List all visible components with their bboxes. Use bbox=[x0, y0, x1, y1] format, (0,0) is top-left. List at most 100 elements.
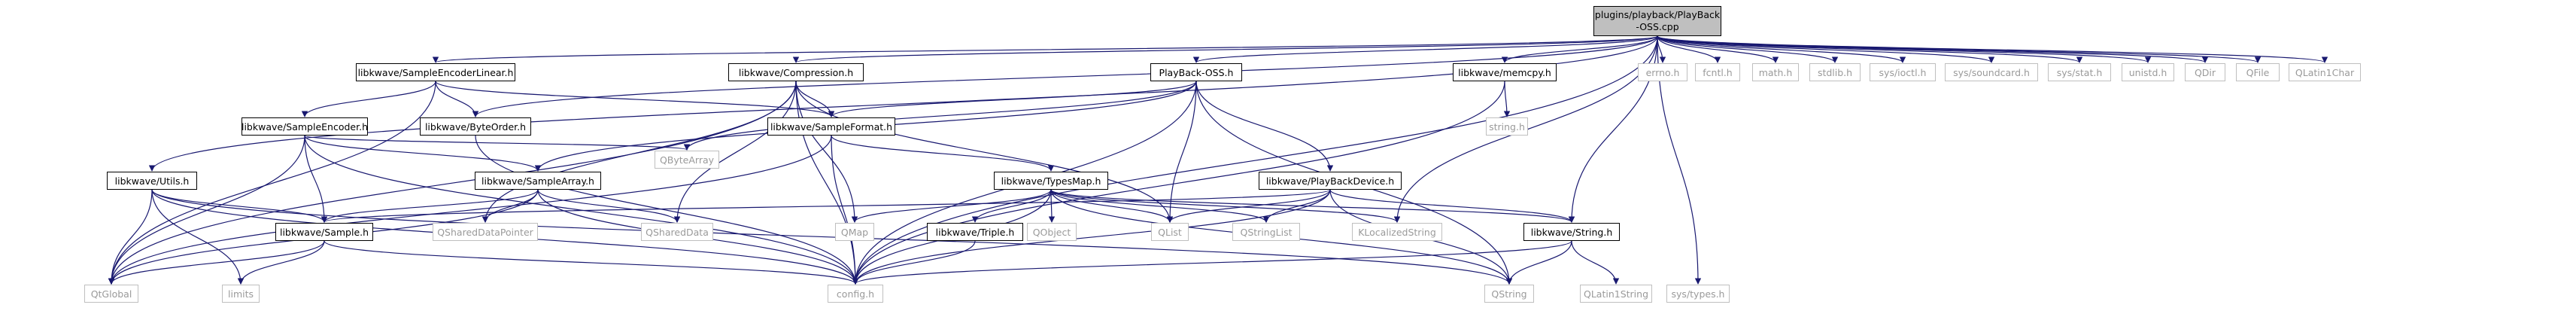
node-memcpy-h[interactable]: libkwave/memcpy.h bbox=[1453, 63, 1557, 81]
edge-sample-h-to-limits bbox=[237, 240, 325, 285]
edge-types-map-h-to-qstringlist bbox=[1050, 189, 1270, 223]
edge-playback-device-h-to-libkwave-string-h bbox=[1329, 189, 1575, 223]
edge-sample-encoder-h-to-qbytearray bbox=[304, 135, 690, 151]
edge-types-map-h-to-triple-h bbox=[971, 189, 1052, 223]
edge-compression-h-to-config-h bbox=[795, 81, 859, 285]
edge-playback-oss-cpp-to-qlatin1char bbox=[1657, 35, 2328, 63]
node-qshareddata[interactable]: QSharedData bbox=[641, 223, 713, 241]
node-limits[interactable]: limits bbox=[222, 285, 260, 303]
edge-playback-oss-cpp-to-fcntl-h bbox=[1657, 35, 1721, 63]
edge-sample-encoder-h-to-qtglobal bbox=[108, 135, 305, 285]
edge-playback-device-h-to-sample-h bbox=[321, 189, 1331, 223]
node-compression-h[interactable]: libkwave/Compression.h bbox=[728, 63, 864, 81]
node-triple-h[interactable]: libkwave/Triple.h bbox=[927, 223, 1023, 241]
edge-sample-encoder-h-to-sample-h bbox=[304, 135, 328, 223]
node-qshareddatapointer[interactable]: QSharedDataPointer bbox=[433, 223, 538, 241]
edge-playback-oss-cpp-to-playback-oss-h bbox=[1193, 35, 1658, 63]
node-config-h[interactable]: config.h bbox=[828, 285, 883, 303]
edge-sample-array-h-to-sample-h bbox=[320, 189, 539, 223]
edge-utils-h-to-limits bbox=[151, 189, 245, 285]
edge-sample-h-to-qtglobal bbox=[108, 240, 325, 285]
edge-utils-h-to-sample-h bbox=[151, 189, 328, 223]
node-playback-device-h[interactable]: libkwave/PlayBackDevice.h bbox=[1259, 172, 1402, 190]
node-label: plugins/playback/PlayBack bbox=[1594, 9, 1721, 20]
edge-compression-h-to-qmap bbox=[795, 81, 858, 223]
edge-playback-device-h-to-config-h bbox=[852, 189, 1331, 285]
edge-playback-device-h-to-qlist bbox=[1166, 189, 1331, 223]
edge-sample-format-h-to-qtglobal bbox=[108, 135, 832, 285]
node-klocalizedstring[interactable]: KLocalizedString bbox=[1352, 223, 1442, 241]
node-qmap[interactable]: QMap bbox=[835, 223, 874, 241]
node-qfile[interactable]: QFile bbox=[2236, 63, 2280, 81]
node-sample-encoder-linear-h[interactable]: libkwave/SampleEncoderLinear.h bbox=[356, 63, 515, 81]
node-sys-stat-h[interactable]: sys/stat.h bbox=[2048, 63, 2111, 81]
node-qlatin1string[interactable]: QLatin1String bbox=[1580, 285, 1652, 303]
node-qstringlist[interactable]: QStringList bbox=[1232, 223, 1300, 241]
edge-sample-h-to-config-h bbox=[324, 240, 859, 285]
edge-libkwave-string-h-to-qlatin1string bbox=[1571, 240, 1620, 285]
node-playback-oss-h[interactable]: PlayBack-OSS.h bbox=[1150, 63, 1242, 81]
node-byte-order-h[interactable]: libkwave/ByteOrder.h bbox=[420, 117, 531, 136]
node-math-h[interactable]: math.h bbox=[1752, 63, 1799, 81]
edge-playback-oss-cpp-to-sys-soundcard-h bbox=[1657, 35, 1995, 63]
edge-playback-oss-cpp-to-sys-ioctl-h bbox=[1657, 35, 1906, 63]
node-qobject[interactable]: QObject bbox=[1027, 223, 1077, 241]
edge-sample-format-h-to-types-map-h bbox=[831, 135, 1055, 172]
edge-playback-oss-cpp-to-byte-order-h bbox=[472, 35, 1658, 117]
edge-compression-h-to-qshareddata bbox=[673, 81, 797, 223]
edge-sample-encoder-linear-h-to-sample-format-h bbox=[435, 81, 835, 117]
edge-sample-encoder-linear-h-to-qtglobal bbox=[108, 81, 436, 285]
edge-memcpy-h-to-string-h bbox=[1503, 81, 1511, 117]
node-sys-types-h[interactable]: sys/types.h bbox=[1666, 285, 1730, 303]
edge-playback-oss-cpp-to-sys-stat-h bbox=[1657, 35, 2082, 63]
edge-memcpy-h-to-config-h bbox=[852, 81, 1505, 285]
edge-utils-h-to-qtglobal bbox=[108, 189, 153, 285]
edge-libkwave-string-h-to-qstring bbox=[1505, 240, 1572, 285]
node-qlist[interactable]: QList bbox=[1151, 223, 1189, 241]
edge-byte-order-h-to-config-h bbox=[475, 135, 859, 285]
node-qdir[interactable]: QDir bbox=[2185, 63, 2225, 81]
node-types-map-h[interactable]: libkwave/TypesMap.h bbox=[994, 172, 1108, 190]
edge-types-map-h-to-libkwave-string-h bbox=[1050, 189, 1575, 223]
node-qbytearray[interactable]: QByteArray bbox=[655, 151, 719, 169]
node-sample-encoder-h[interactable]: libkwave/SampleEncoder.h bbox=[242, 117, 368, 136]
edge-types-map-h-to-qlist bbox=[1050, 189, 1174, 223]
node-qlatin1char[interactable]: QLatin1Char bbox=[2289, 63, 2361, 81]
edge-sample-format-h-to-config-h bbox=[831, 135, 859, 285]
edge-playback-oss-cpp-to-sample-encoder-linear-h bbox=[433, 35, 1658, 63]
edge-playback-oss-cpp-to-memcpy-h bbox=[1501, 35, 1658, 63]
node-libkwave-string-h[interactable]: libkwave/String.h bbox=[1523, 223, 1620, 241]
edge-playback-oss-h-to-qbytearray bbox=[683, 81, 1197, 151]
edge-compression-h-to-qlist bbox=[795, 81, 1174, 223]
edge-playback-oss-cpp-to-utils-h bbox=[148, 35, 1658, 172]
node-unistd-h[interactable]: unistd.h bbox=[2122, 63, 2174, 81]
node-qtglobal[interactable]: QtGlobal bbox=[84, 285, 138, 303]
node-sample-h[interactable]: libkwave/Sample.h bbox=[275, 223, 373, 241]
node-stdlib-h[interactable]: stdlib.h bbox=[1809, 63, 1861, 81]
edge-libkwave-string-h-to-config-h bbox=[852, 240, 1572, 285]
edge-sample-encoder-linear-h-to-byte-order-h bbox=[435, 81, 479, 117]
edge-playback-oss-h-to-sample-format-h bbox=[828, 81, 1197, 117]
node-fcntl-h[interactable]: fcntl.h bbox=[1695, 63, 1740, 81]
node-sample-format-h[interactable]: libkwave/SampleFormat.h bbox=[767, 117, 895, 136]
node-label: -OSS.cpp bbox=[1636, 21, 1679, 32]
edge-playback-oss-cpp-to-compression-h bbox=[793, 35, 1658, 63]
edge-sample-encoder-h-to-sample-array-h bbox=[304, 135, 542, 172]
node-playback-oss-cpp[interactable]: plugins/playback/PlayBack -OSS.cpp bbox=[1593, 6, 1721, 36]
node-errno-h[interactable]: errno.h bbox=[1638, 63, 1687, 81]
edge-sample-encoder-linear-h-to-sample-encoder-h bbox=[301, 81, 436, 117]
edge-utils-h-to-qstring bbox=[151, 189, 1512, 285]
node-sample-array-h[interactable]: libkwave/SampleArray.h bbox=[475, 172, 601, 190]
node-utils-h[interactable]: libkwave/Utils.h bbox=[107, 172, 197, 190]
node-qstring[interactable]: QString bbox=[1484, 285, 1534, 303]
edge-sample-encoder-h-to-config-h bbox=[304, 135, 859, 285]
edge-playback-device-h-to-qstringlist bbox=[1262, 189, 1331, 223]
edge-playback-oss-cpp-to-config-h bbox=[852, 35, 1658, 285]
edge-triple-h-to-config-h bbox=[852, 240, 976, 285]
node-sys-soundcard-h[interactable]: sys/soundcard.h bbox=[1945, 63, 2038, 81]
node-sys-ioctl-h[interactable]: sys/ioctl.h bbox=[1870, 63, 1936, 81]
edge-playback-oss-h-to-playback-device-h bbox=[1195, 81, 1334, 172]
node-string-h[interactable]: string.h bbox=[1486, 117, 1528, 136]
